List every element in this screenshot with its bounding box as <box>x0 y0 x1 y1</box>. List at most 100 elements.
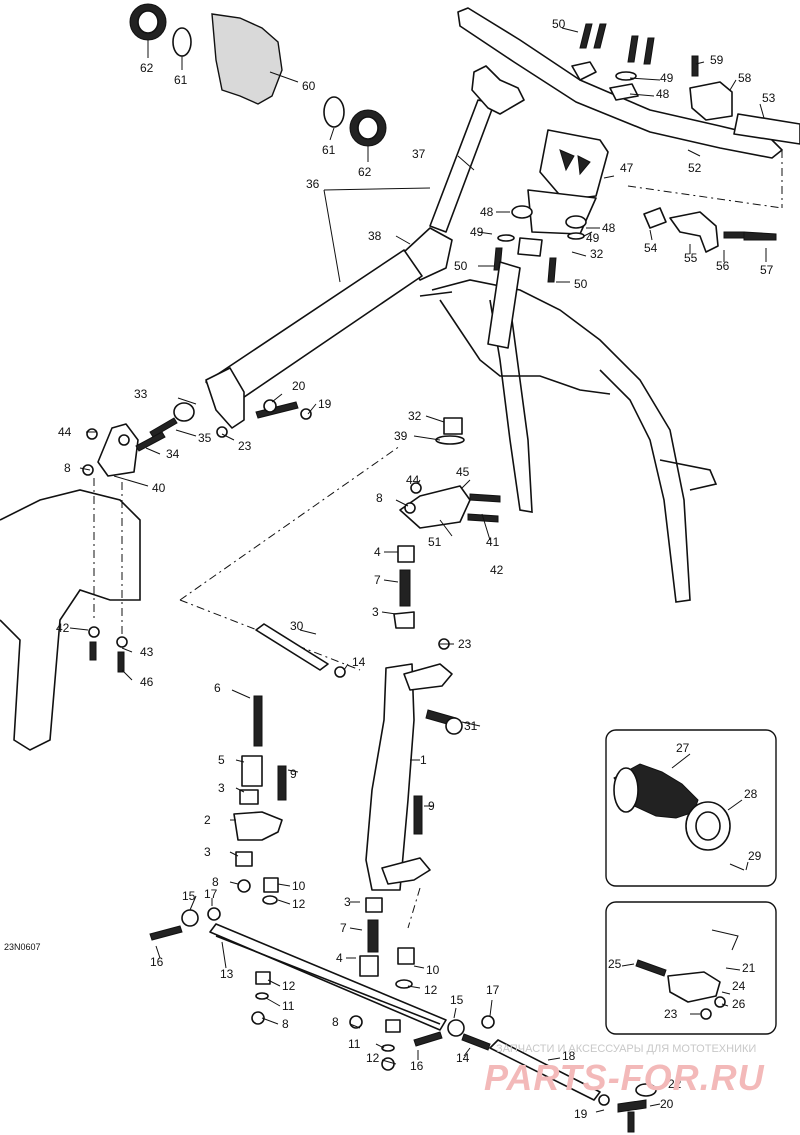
washer-11-center <box>381 1044 395 1052</box>
riser-lower <box>527 189 597 235</box>
bolt-9-left <box>277 765 287 801</box>
callout-8-lower-left: 8 <box>212 875 219 889</box>
grip-53 <box>733 113 800 145</box>
callout-62-top: 62 <box>140 61 154 75</box>
diagram-code: 23N0607 <box>4 942 41 952</box>
callout-50-right: 50 <box>574 277 588 291</box>
callout-8-bottom-center: 8 <box>332 1015 339 1029</box>
bolt-50-lower-right <box>547 257 557 283</box>
rod-end-15-right <box>447 1019 465 1037</box>
bushing-35 <box>173 402 195 422</box>
callout-54: 54 <box>644 241 658 255</box>
bushing-10-right <box>397 947 415 965</box>
callout-6: 6 <box>214 681 221 695</box>
callout-10-left: 10 <box>292 879 306 893</box>
washer-12-right <box>395 979 413 989</box>
callout-21: 21 <box>742 961 756 975</box>
seal-62-bottom <box>349 109 387 147</box>
screw-59 <box>691 55 699 77</box>
clamp-48-top-right <box>609 83 639 101</box>
bushing-12-center <box>385 1019 401 1033</box>
callout-27: 27 <box>676 741 690 755</box>
rod-18 <box>489 1039 601 1101</box>
steering-yoke-top <box>471 65 525 115</box>
callout-18: 18 <box>562 1049 576 1063</box>
callout-59: 59 <box>710 53 724 67</box>
callout-34: 34 <box>166 447 180 461</box>
callout-20-bottom: 20 <box>660 1097 674 1111</box>
bushing-3-center <box>365 897 383 913</box>
nut-23-detail <box>700 1008 712 1020</box>
rivet-29 <box>729 863 745 871</box>
callout-28: 28 <box>744 787 758 801</box>
bolt-57 <box>743 231 777 241</box>
callout-35: 35 <box>198 431 212 445</box>
callout-12-bottom: 12 <box>282 979 296 993</box>
callout-8-right: 8 <box>376 491 383 505</box>
nut-8-lower-left <box>237 879 251 893</box>
bolt-41-upper <box>469 493 501 503</box>
rod-30 <box>255 623 329 671</box>
o-ring-61-bottom <box>323 96 345 128</box>
callout-29: 29 <box>748 849 762 863</box>
bolt-33 <box>149 417 178 438</box>
steering-column-tube <box>487 261 521 349</box>
bolt-46-right <box>117 651 125 673</box>
tie-rod-13 <box>209 923 447 1031</box>
ball-joint-20-bottom <box>617 1099 647 1113</box>
callout-1: 1 <box>420 753 427 767</box>
bolt-20-shank <box>627 1111 635 1133</box>
callout-37: 37 <box>412 147 426 161</box>
column-bracket <box>205 367 245 429</box>
callout-32-top: 32 <box>590 247 604 261</box>
pitman-arm-top <box>403 663 453 691</box>
riser-47 <box>539 129 609 201</box>
bolt-34 <box>135 431 166 452</box>
callout-11-center: 11 <box>348 1037 361 1051</box>
callout-12-bottom-center: 12 <box>366 1051 380 1065</box>
washer-19-top <box>300 408 312 420</box>
bolt-14-bottom <box>461 1033 491 1051</box>
spacer-5 <box>241 755 263 787</box>
callout-4-bottom: 4 <box>336 951 343 965</box>
callout-3-center: 3 <box>344 895 351 909</box>
screw-50-right-pair <box>627 35 655 65</box>
callout-49-top: 49 <box>660 71 674 85</box>
callout-13: 13 <box>220 967 234 981</box>
washer-19-bottom <box>598 1094 610 1106</box>
callout-9-left: 9 <box>290 767 297 781</box>
callout-16-right: 16 <box>410 1059 424 1073</box>
washer-49-left <box>497 234 515 242</box>
callout-32-lower: 32 <box>408 409 422 423</box>
washer-39 <box>435 435 465 445</box>
watermark-tagline: ЗАПЧАСТИ И АКСЕССУАРЫ ДЛЯ МОТОТЕХНИКИ <box>496 1043 756 1055</box>
lever-55 <box>669 211 719 253</box>
callout-8-left: 8 <box>64 461 71 475</box>
seal-62-top <box>129 3 167 41</box>
clamp-48-top-left <box>571 61 597 81</box>
left-frame-ghost <box>0 489 141 751</box>
callout-3-top: 3 <box>372 605 379 619</box>
bolt-16-right <box>413 1031 443 1047</box>
callout-5: 5 <box>218 753 225 767</box>
chassis-frame <box>419 279 718 603</box>
support-bracket-40 <box>97 423 139 477</box>
washer-17-right <box>481 1015 495 1029</box>
bolt-6 <box>253 695 263 747</box>
callout-47: 47 <box>620 161 634 175</box>
callout-11-left: 11 <box>282 999 295 1013</box>
spring-56 <box>723 231 745 239</box>
bushing-3-left-lower <box>235 851 253 867</box>
callout-19-top: 19 <box>318 397 332 411</box>
idler-arm-2 <box>233 811 283 841</box>
nut-8-right <box>404 502 416 514</box>
washer-11-left <box>255 992 269 1000</box>
lower-bushing-32 <box>443 417 463 435</box>
callout-60: 60 <box>302 79 316 93</box>
callout-49-left: 49 <box>470 225 484 239</box>
callout-10-right: 10 <box>426 963 440 977</box>
callout-15-right: 15 <box>450 993 464 1007</box>
bolt-9-right <box>413 795 423 835</box>
callout-3-left-lower: 3 <box>204 845 211 859</box>
callout-44-left: 44 <box>58 425 72 439</box>
